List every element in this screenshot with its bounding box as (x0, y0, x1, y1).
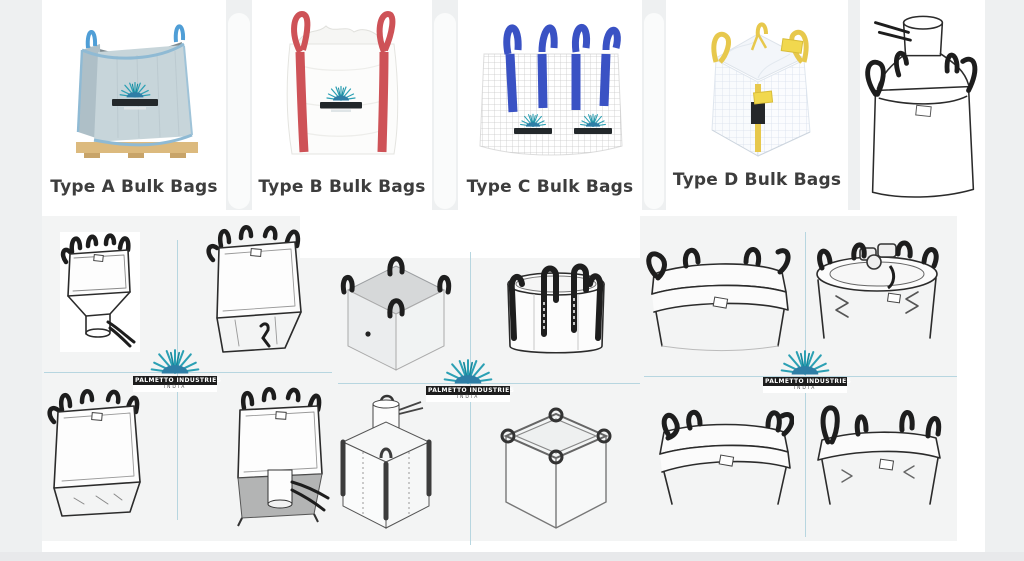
brand-logo (320, 85, 362, 112)
product-card-type-b[interactable]: Type B Bulk Bags (252, 0, 432, 212)
sketch-open-bottom-bag (206, 225, 302, 353)
fill-spout-bag-sketch (865, 15, 978, 198)
watermark-country: INDIA (133, 385, 217, 392)
brand-logo (574, 113, 612, 134)
type-d-bag-photo (711, 22, 811, 157)
card-divider (228, 13, 250, 209)
sketch-baffle-top-bag (646, 247, 791, 351)
product-label: Type D Bulk Bags (672, 170, 842, 190)
watermark-logo: PALMETTO INDUSTRIES INDIA (763, 347, 852, 393)
product-card-type-a[interactable]: Type A Bulk Bags (42, 0, 226, 212)
watermark-logo: PALMETTO INDUSTRIES INDIA (426, 356, 515, 402)
watermark-country: INDIA (426, 395, 510, 402)
sketch-discharge-spout-bag (237, 387, 330, 527)
sketch-corner-loop-cube-bag (500, 407, 612, 529)
product-card-type-c[interactable]: Type C Bulk Bags (458, 0, 642, 212)
product-label: Type B Bulk Bags (258, 177, 426, 197)
watermark-company: PALMETTO INDUSTRIES (763, 377, 852, 386)
spout-bag-drawing-card[interactable] (860, 0, 985, 212)
crosshair-line (338, 383, 640, 384)
watermark-company: PALMETTO INDUSTRIES (133, 376, 222, 385)
type-a-bag-photo (76, 24, 198, 158)
product-label: Type A Bulk Bags (50, 177, 218, 197)
watermark-company: PALMETTO INDUSTRIES (426, 386, 515, 395)
brand-logo (112, 81, 158, 110)
sketch-open-top-cube-bag (340, 256, 452, 371)
sketch-tall-loop-open-top-bag (817, 405, 942, 505)
crosshair-line (644, 376, 957, 377)
sketch-filling-spout-cube-bag (340, 394, 432, 529)
product-label: Type C Bulk Bags (466, 177, 634, 197)
sketch-circular-bag (507, 263, 605, 354)
sketch-bottom-spout-bag (60, 233, 136, 348)
sketch-standard-loop-bag (47, 389, 141, 517)
product-card-type-d[interactable]: Type D Bulk Bags (666, 0, 848, 212)
type-c-bag-photo (479, 23, 623, 156)
sketch-open-top-round-bag (816, 240, 939, 339)
sketch-open-top-bag-variant (659, 410, 794, 505)
brand-logo (514, 113, 552, 134)
type-b-bag-photo (286, 10, 399, 155)
watermark-country: INDIA (763, 386, 847, 393)
watermark-logo: PALMETTO INDUSTRIES INDIA (133, 346, 222, 392)
card-divider (644, 13, 664, 209)
card-divider (434, 13, 456, 209)
